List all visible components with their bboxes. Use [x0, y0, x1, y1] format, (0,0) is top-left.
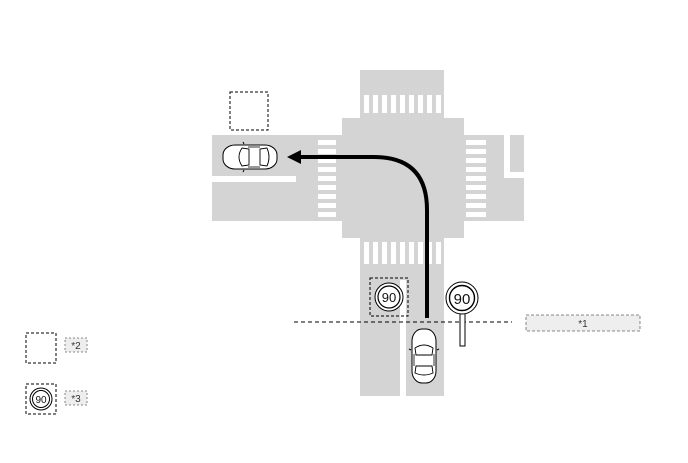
placeholder-box — [229, 91, 269, 131]
east-median-l — [504, 135, 510, 177]
east-median-foot — [504, 172, 524, 178]
callout-1-label: *1 — [578, 319, 588, 330]
car-west-after-turn — [222, 141, 278, 173]
legend-item-3: 90 *3 — [25, 383, 88, 415]
crosswalk-north — [364, 95, 441, 113]
road-marking-speed-value: 90 — [382, 290, 396, 305]
legend: *2 90 *3 — [25, 332, 88, 415]
crosswalk-west — [318, 140, 336, 217]
pole-speed-sign: 90 — [445, 281, 479, 347]
road-intersection-core — [342, 118, 464, 238]
pole-speed-value: 90 — [454, 291, 471, 308]
legend-item-2-label: *2 — [71, 341, 81, 352]
west-median-line — [212, 176, 296, 182]
legend-item-2: *2 — [25, 332, 88, 364]
callout-1: *1 — [525, 314, 641, 332]
crosswalk-south — [364, 242, 441, 264]
legend-item-3-label: *3 — [71, 394, 81, 405]
left-turn-arrow — [287, 150, 429, 318]
south-median-line — [400, 280, 406, 396]
legend-speed-value: 90 — [35, 395, 47, 406]
crosswalk-east — [466, 140, 486, 217]
lane-markings — [212, 135, 524, 396]
road-surface — [212, 70, 524, 396]
road-marking-speed-sign: 90 — [369, 277, 409, 317]
sign-pole — [459, 311, 466, 347]
car-south-approach — [408, 328, 440, 384]
